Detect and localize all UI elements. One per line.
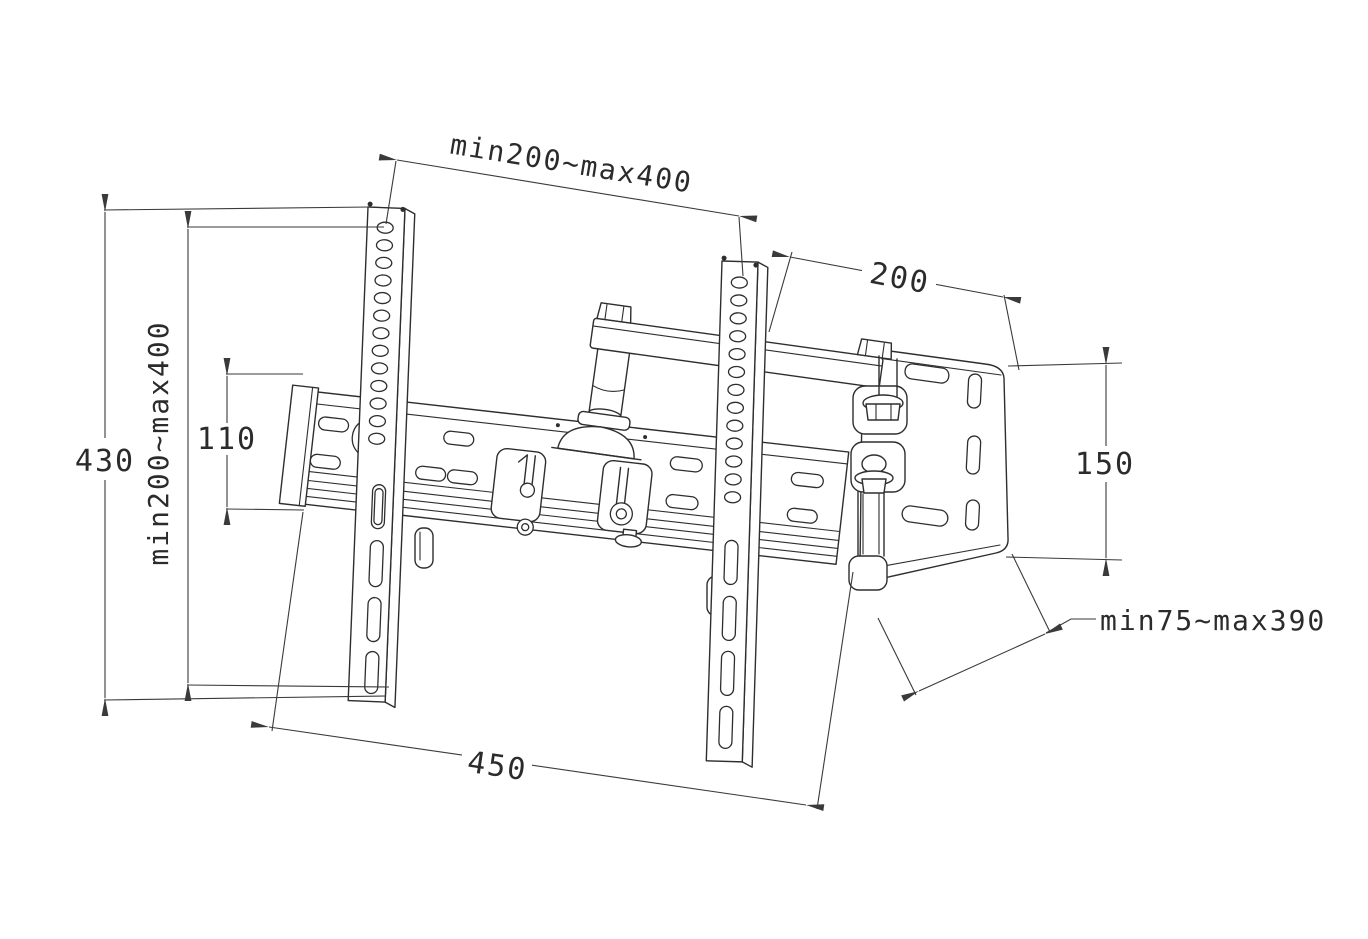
- plate-end-flange: [278, 384, 320, 508]
- dimension-extension-depth: min75~max390: [877, 553, 1326, 702]
- right-vesa-rail: [705, 255, 769, 768]
- dimension-vesa-height: min200~max400: [142, 211, 390, 701]
- arm-hinge-lower: [848, 441, 906, 591]
- left-rail-slots: [364, 484, 387, 695]
- dimension-vesa-width: min200~max400: [378, 128, 758, 277]
- arm-hinge-upper: [852, 355, 908, 435]
- dimension-label-plate-width: 450: [465, 745, 530, 788]
- dimension-label-extension-depth: min75~max390: [1100, 604, 1326, 637]
- left-vesa-rail: [347, 201, 416, 709]
- right-rail-holes: [723, 276, 748, 504]
- dimension-label-plate-end-height: 110: [197, 422, 257, 457]
- dimension-label-wall-bracket-height: 150: [1075, 447, 1135, 482]
- pivot-post: [551, 348, 642, 461]
- dimension-total-height: 430: [75, 194, 387, 716]
- dimension-label-vesa-height: min200~max400: [142, 320, 175, 565]
- dimension-plate-width: 450: [250, 511, 854, 811]
- latch-window-right: [596, 459, 653, 548]
- dimension-plate-end-height: 110: [197, 358, 305, 525]
- left-rail-holes: [368, 221, 394, 445]
- dimension-wall-bracket-width: 200: [768, 250, 1022, 371]
- dimension-wall-bracket-height: 150: [1005, 347, 1135, 576]
- rail-hook-left: [414, 527, 434, 569]
- latch-window-left: [490, 447, 547, 536]
- dimension-label-total-height: 430: [75, 444, 135, 479]
